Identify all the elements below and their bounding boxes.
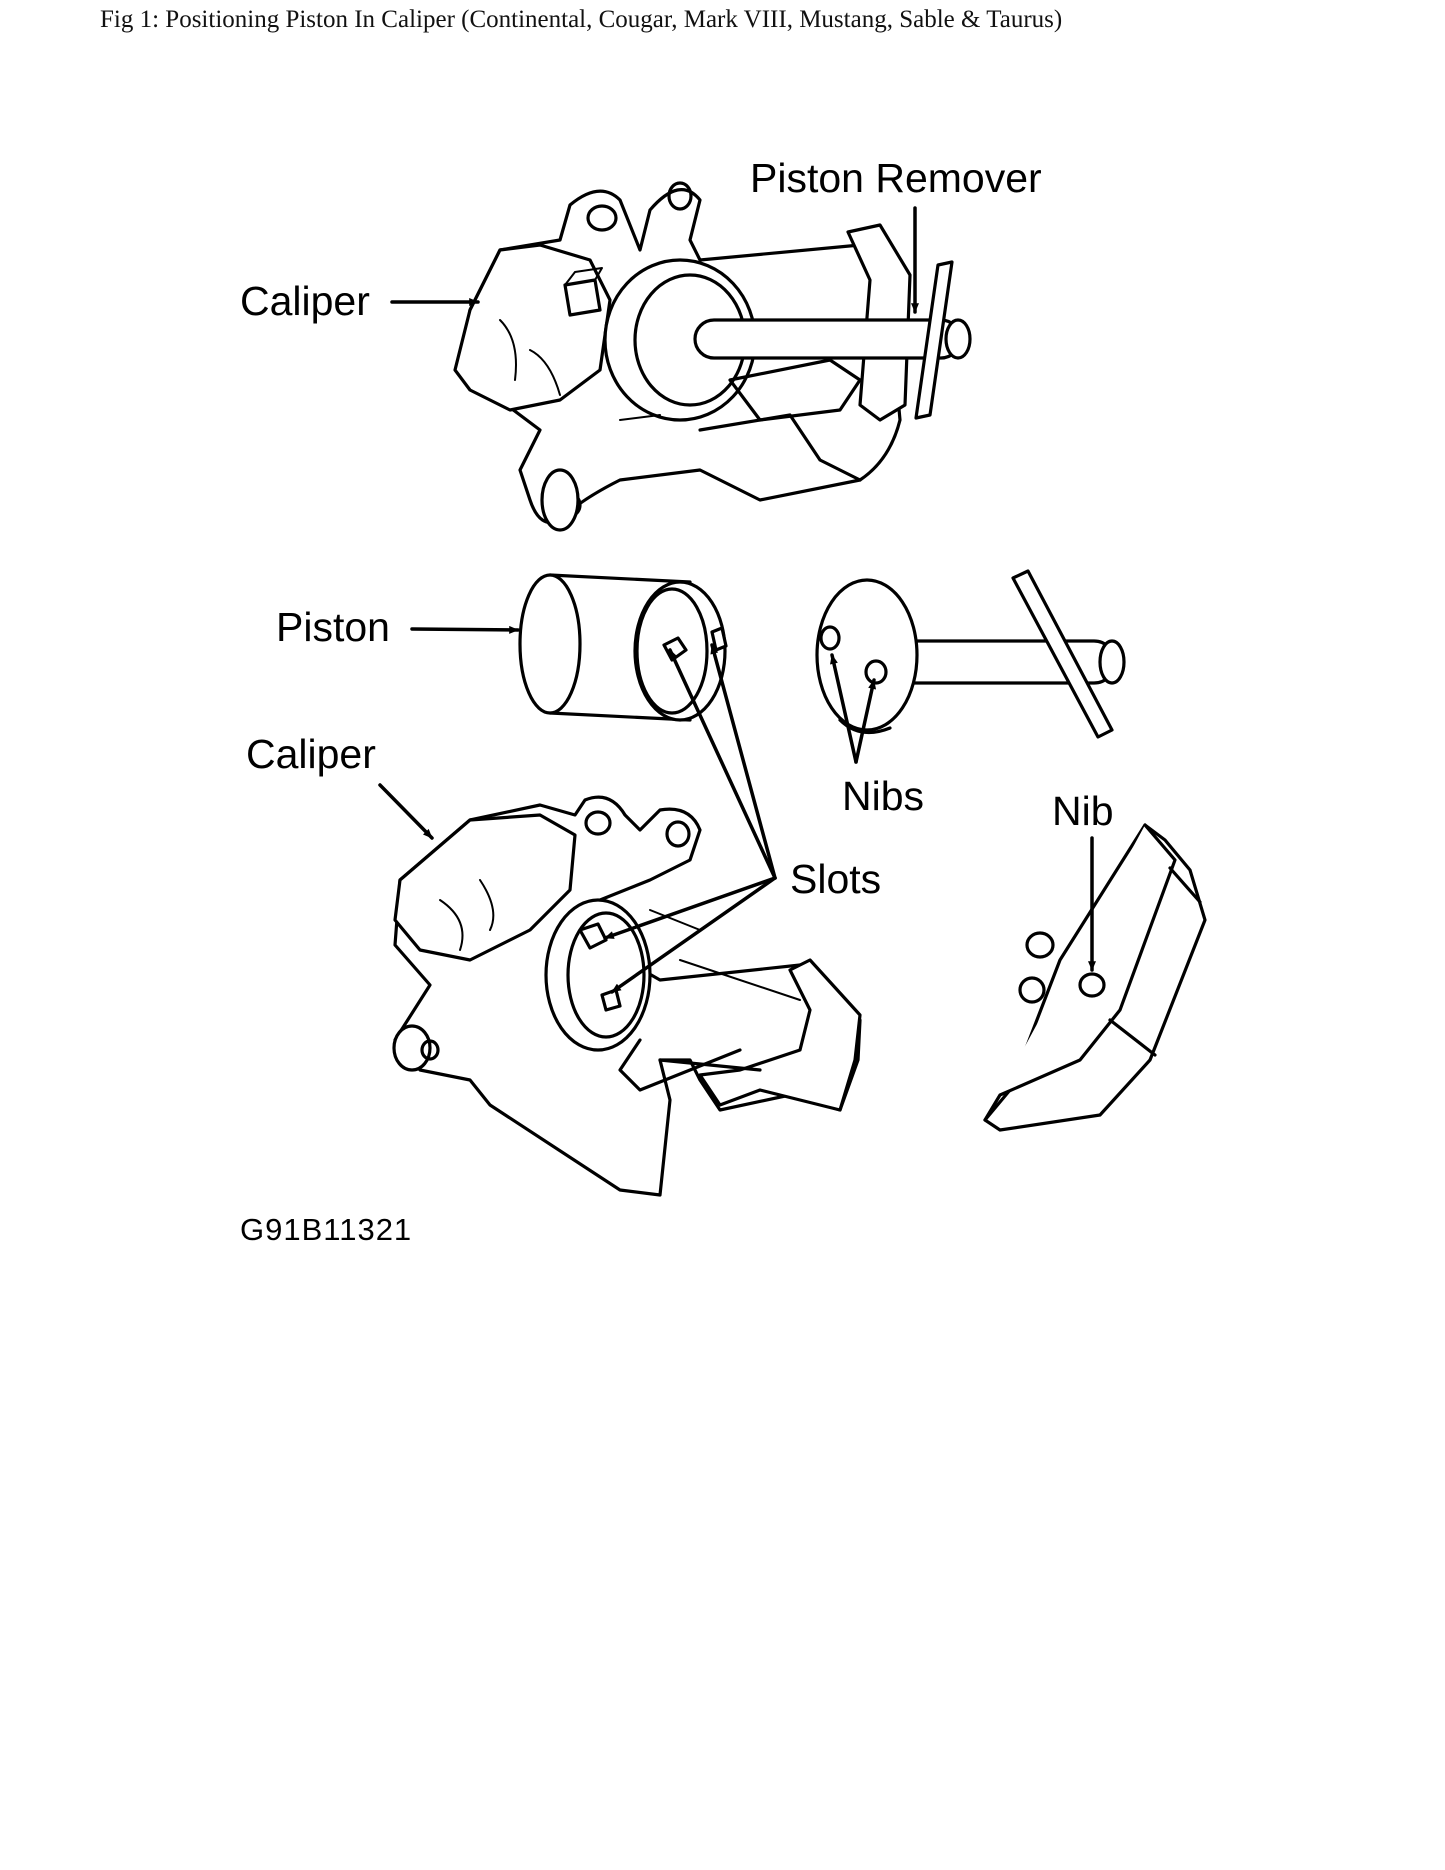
label-piston-remover: Piston Remover [750, 155, 1042, 201]
bottom-caliper-drawing [392, 795, 862, 1197]
label-nib: Nib [1052, 788, 1114, 834]
label-caliper-top: Caliper [240, 278, 370, 324]
label-slots: Slots [790, 856, 881, 902]
top-caliper-drawing [453, 181, 972, 532]
leader-arrows [378, 206, 1096, 994]
figure-code: G91B11321 [240, 1212, 412, 1247]
piston-drawing [518, 573, 728, 722]
piston-tool-drawing [815, 569, 1126, 739]
label-caliper-bottom: Caliper [246, 731, 376, 777]
brake-pad-drawing [983, 823, 1207, 1132]
label-piston: Piston [276, 604, 390, 650]
label-nibs: Nibs [842, 773, 924, 819]
figure-caption: Fig 1: Positioning Piston In Caliper (Co… [100, 6, 1063, 33]
